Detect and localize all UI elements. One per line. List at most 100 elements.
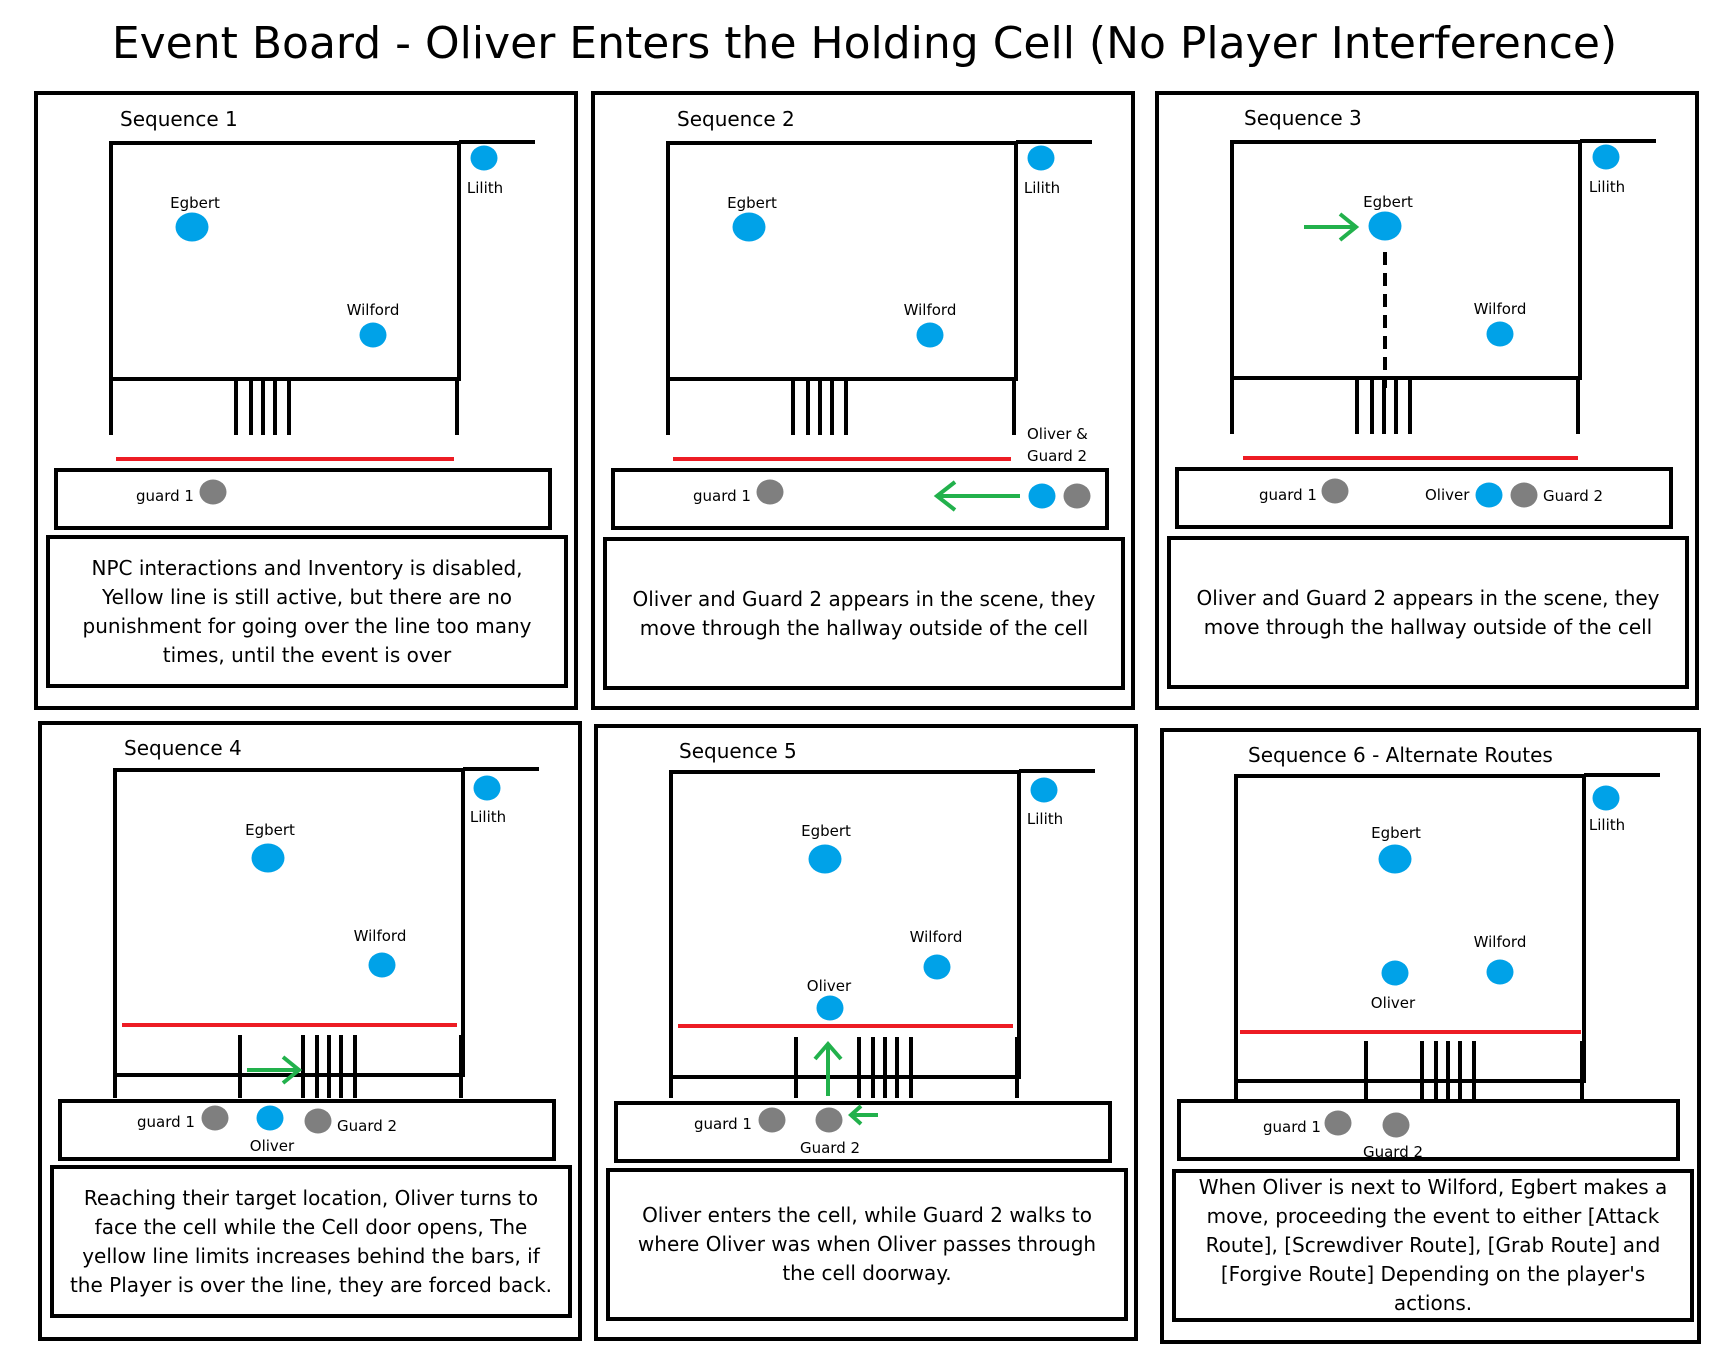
egbert-npc-icon: [808, 844, 842, 874]
wilford-label: Wilford: [909, 928, 963, 946]
wilford-npc-icon: [1486, 959, 1514, 985]
sequence-3-cell-diagram: [1175, 139, 1673, 529]
move-left-arrow-icon: [933, 480, 1020, 512]
egbert-label: Egbert: [245, 821, 295, 839]
guard-1-icon: [1321, 478, 1349, 504]
cell-wall: [666, 141, 1018, 381]
wilford-npc-icon: [916, 322, 944, 348]
oliver-npc-icon: [256, 1105, 284, 1131]
guard-2-icon: [1382, 1112, 1410, 1138]
sequence-5-caption: Oliver enters the cell, while Guard 2 wa…: [606, 1168, 1128, 1321]
guard-2-label: Guard 2: [1362, 1143, 1424, 1161]
hallway: [58, 1099, 556, 1161]
open-cell-door: [1364, 1041, 1476, 1101]
lilith-label: Lilith: [1026, 810, 1064, 828]
sequence-6-cell-diagram: [1177, 773, 1680, 1161]
sequence-2-cell-diagram: [611, 140, 1109, 530]
wilford-npc-icon: [359, 322, 387, 348]
lilith-npc-icon: [470, 145, 498, 171]
cell-bars: [791, 379, 848, 435]
sequence-6-caption: When Oliver is next to Wilford, Egbert m…: [1172, 1169, 1694, 1322]
sequence-1-cell-diagram: [54, 140, 552, 530]
open-cell-door: [794, 1037, 913, 1098]
oliver-npc-icon: [1028, 483, 1056, 509]
wilford-npc-icon: [923, 954, 951, 980]
sequence-4-caption: Reaching their target location, Oliver t…: [50, 1165, 572, 1318]
open-cell-door: [238, 1035, 357, 1098]
sequence-5-cell-diagram: [614, 769, 1112, 1163]
cell-wall: [1234, 774, 1586, 1083]
sequence-title: Sequence 4: [124, 736, 242, 760]
move-right-arrow-icon: [247, 1055, 303, 1085]
hallway: [1177, 1099, 1680, 1161]
guard-2-label: Guard 2: [1543, 487, 1604, 505]
oliver-npc-icon: [1475, 482, 1503, 508]
guard-1-label: guard 1: [693, 487, 751, 505]
oliver-guard-2-label-line-2: Guard 2: [1027, 447, 1088, 465]
page-title: Event Board - Oliver Enters the Holding …: [111, 18, 1618, 69]
oliver-label: Oliver: [806, 977, 852, 995]
lilith-label: Lilith: [1023, 179, 1061, 197]
sequence-1-caption: NPC interactions and Inventory is disabl…: [46, 535, 568, 688]
guard-1-icon: [758, 1107, 786, 1133]
wilford-label: Wilford: [353, 927, 407, 945]
wilford-label: Wilford: [346, 301, 400, 319]
lilith-label: Lilith: [466, 179, 504, 197]
sequence-4-cell-diagram: [58, 767, 556, 1161]
guard-1-icon: [1324, 1110, 1352, 1136]
guard-1-icon: [756, 479, 784, 505]
egbert-label: Egbert: [727, 194, 777, 212]
guard-2-label: Guard 2: [337, 1117, 398, 1135]
guard-1-label: guard 1: [136, 487, 194, 505]
sequence-2-panel: Sequence 2 Egbert Wilford Lilith Oliver …: [591, 91, 1135, 710]
lilith-label: Lilith: [469, 808, 507, 826]
sequence-title: Sequence 1: [120, 107, 238, 131]
guard-1-label: guard 1: [1259, 486, 1317, 504]
egbert-npc-icon: [1368, 211, 1402, 241]
lilith-npc-icon: [1592, 785, 1620, 811]
sequence-3-caption: Oliver and Guard 2 appears in the scene,…: [1167, 536, 1689, 689]
guard-1-label: guard 1: [137, 1113, 195, 1131]
sequence-title: Sequence 5: [679, 739, 797, 763]
sequence-title: Sequence 2: [677, 107, 795, 131]
egbert-npc-icon: [251, 843, 285, 873]
guard-2-icon: [815, 1107, 843, 1133]
lilith-npc-icon: [1027, 145, 1055, 171]
oliver-label: Oliver: [249, 1137, 295, 1155]
move-left-arrow-icon: [848, 1104, 878, 1126]
lilith-label: Lilith: [1588, 178, 1626, 196]
sequence-title: Sequence 3: [1244, 106, 1362, 130]
cell-bars: [1355, 378, 1412, 434]
oliver-guard-2-label-line-1: Oliver &: [1027, 425, 1088, 443]
hallway: [611, 468, 1109, 530]
guard-2-icon: [1063, 483, 1091, 509]
wilford-label: Wilford: [1473, 933, 1527, 951]
guard-2-icon: [1510, 482, 1538, 508]
egbert-label: Egbert: [170, 194, 220, 212]
move-right-arrow-icon: [1304, 212, 1360, 242]
sequence-6-panel: Sequence 6 - Alternate Routes Egbert Wil…: [1160, 728, 1701, 1344]
wilford-npc-icon: [1486, 321, 1514, 347]
egbert-label: Egbert: [801, 822, 851, 840]
egbert-label: Egbert: [1363, 193, 1413, 211]
egbert-label: Egbert: [1371, 824, 1421, 842]
sequence-5-panel: Sequence 5 Egbert Wilford Lilith Oliver …: [594, 724, 1138, 1341]
egbert-npc-icon: [1378, 844, 1412, 874]
hallway: [54, 468, 552, 530]
oliver-npc-icon: [816, 995, 844, 1021]
sequence-1-panel: Sequence 1 Egbert Wilford Lilith guard 1…: [34, 91, 578, 710]
sequence-2-caption: Oliver and Guard 2 appears in the scene,…: [603, 537, 1125, 690]
oliver-label: Oliver: [1425, 486, 1470, 504]
lilith-npc-icon: [1592, 144, 1620, 170]
wilford-npc-icon: [368, 952, 396, 978]
lilith-npc-icon: [1030, 777, 1058, 803]
wilford-label: Wilford: [1473, 300, 1527, 318]
move-up-arrow-icon: [813, 1040, 843, 1096]
cell-wall: [109, 141, 461, 381]
cell-wall: [669, 770, 1021, 1079]
cell-bars: [234, 379, 291, 435]
sequence-title: Sequence 6 - Alternate Routes: [1248, 743, 1553, 767]
hallway: [1175, 467, 1673, 529]
sequence-3-panel: Sequence 3 Egbert Wilford Lilith guard 1…: [1155, 91, 1699, 710]
guard-1-label: guard 1: [694, 1115, 752, 1133]
